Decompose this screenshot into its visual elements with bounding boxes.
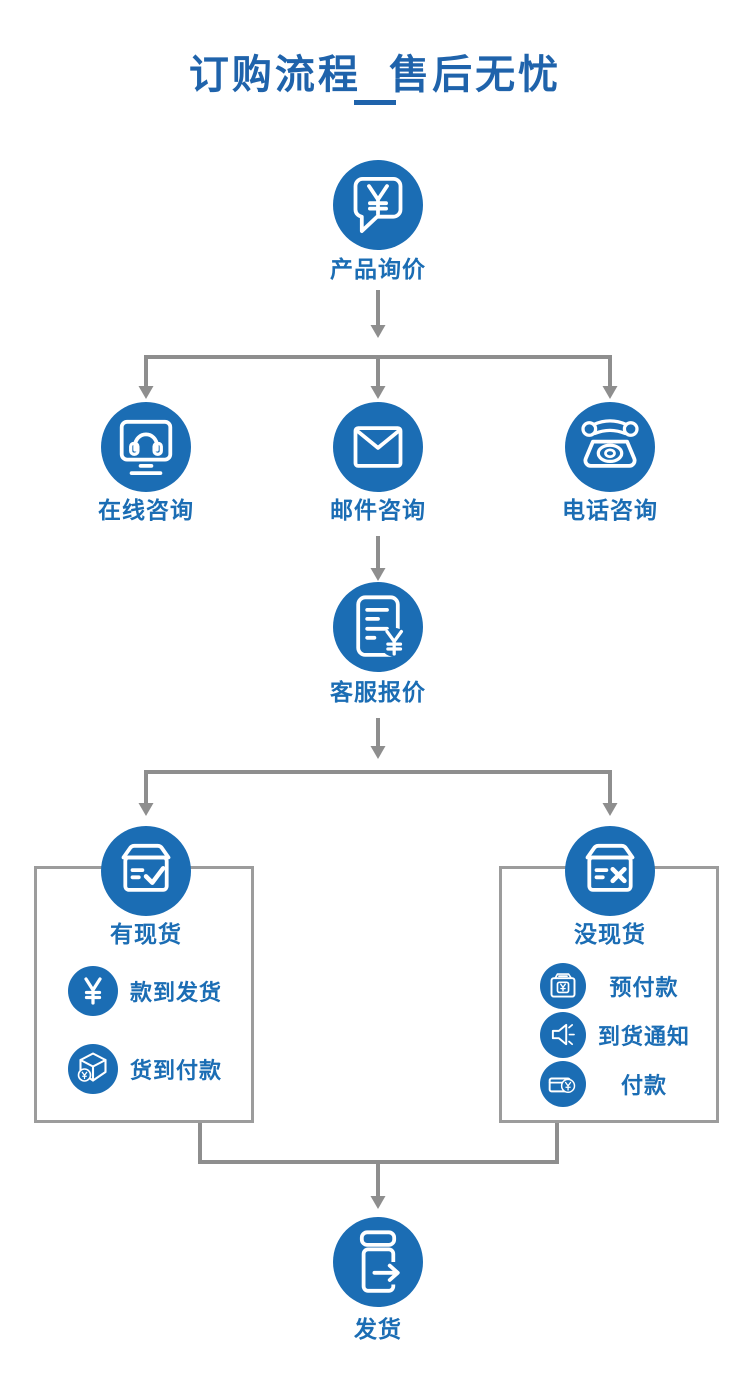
title-underline bbox=[354, 100, 396, 105]
card-yen-icon bbox=[540, 1061, 586, 1107]
megaphone-icon bbox=[540, 1012, 586, 1058]
yen-sign-icon bbox=[68, 966, 118, 1016]
item-label-cash-on-delivery: 货到付款 bbox=[130, 1058, 223, 1083]
page-title: 订购流程 售后无忧 bbox=[188, 53, 562, 97]
speech-bubble-yen-icon bbox=[333, 160, 423, 250]
item-label-prepayment: 预付款 bbox=[609, 975, 679, 1000]
box-check-icon bbox=[101, 826, 191, 916]
list-item-arrival-notice: 到货通知 bbox=[540, 1012, 702, 1058]
item-label-pay-then-ship: 款到发货 bbox=[130, 980, 223, 1005]
node-label-service-quote: 客服报价 bbox=[330, 679, 426, 705]
quotation-document-icon bbox=[333, 582, 423, 672]
box-x-icon bbox=[565, 826, 655, 916]
list-item-payment: 付款 bbox=[540, 1061, 702, 1107]
list-item-prepayment: 预付款 bbox=[540, 963, 702, 1009]
list-item-cash-on-delivery: 货到付款 bbox=[68, 1044, 222, 1094]
item-label-payment: 付款 bbox=[620, 1073, 667, 1098]
telephone-icon bbox=[565, 402, 655, 492]
node-label-product-inquiry: 产品询价 bbox=[330, 256, 426, 282]
email-envelope-icon bbox=[333, 402, 423, 492]
item-label-arrival-notice: 到货通知 bbox=[597, 1024, 690, 1049]
package-yen-icon bbox=[68, 1044, 118, 1094]
online-support-icon bbox=[101, 402, 191, 492]
box-arrow-out-icon bbox=[333, 1217, 423, 1307]
node-label-online-consult: 在线咨询 bbox=[98, 497, 194, 523]
list-item-pay-then-ship: 款到发货 bbox=[68, 966, 222, 1016]
node-label-phone-consult: 电话咨询 bbox=[562, 497, 658, 523]
node-label-email-consult: 邮件咨询 bbox=[330, 497, 426, 523]
wallet-yen-icon bbox=[540, 963, 586, 1009]
node-label-out-of-stock: 没现货 bbox=[574, 921, 646, 947]
node-label-ship: 发货 bbox=[354, 1316, 402, 1342]
node-label-in-stock: 有现货 bbox=[110, 921, 182, 947]
